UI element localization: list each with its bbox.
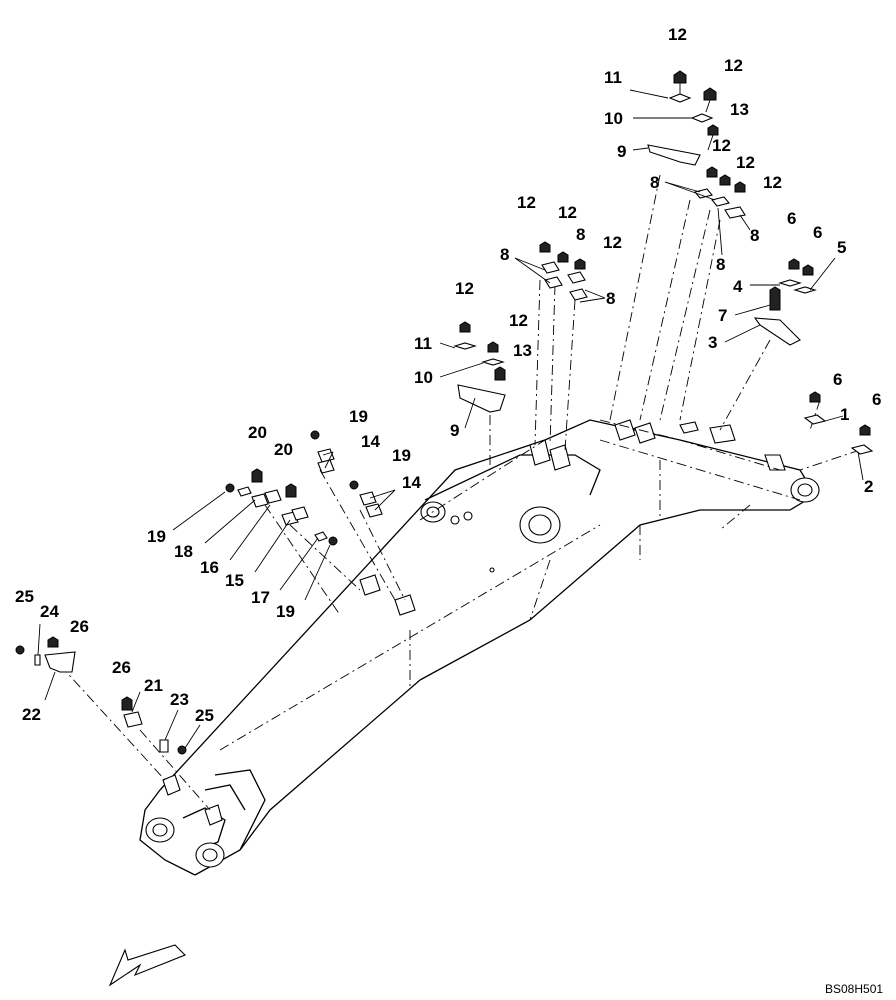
- callout-label: 23: [170, 690, 189, 709]
- callout-label: 20: [274, 440, 293, 459]
- callout-label: 18: [174, 542, 193, 561]
- callout-label: 8: [500, 245, 509, 264]
- callout-label: 8: [650, 173, 659, 192]
- callout-label: 6: [787, 209, 796, 228]
- callout-label: 4: [733, 277, 743, 296]
- callout-label: 12: [712, 136, 731, 155]
- callout-label: 7: [718, 306, 727, 325]
- callout-label: 6: [833, 370, 842, 389]
- callout-labels: 12 11 12 10 13 9 12 12 12 8 8 8 12 12 8 …: [15, 25, 881, 725]
- callout-label: 12: [455, 279, 474, 298]
- fasteners: [15, 70, 874, 755]
- callout-label: 22: [22, 705, 41, 724]
- callout-label: 20: [248, 423, 267, 442]
- callout-label: 26: [70, 617, 89, 636]
- callout-label: 11: [414, 334, 432, 353]
- callout-label: 19: [349, 407, 368, 426]
- callout-label: 12: [724, 56, 743, 75]
- callout-label: 19: [392, 446, 411, 465]
- callout-label: 3: [708, 333, 717, 352]
- callout-label: 24: [40, 602, 59, 621]
- callout-label: 6: [813, 223, 822, 242]
- hidden-lines: [59, 174, 861, 811]
- callout-label: 11: [604, 68, 622, 87]
- callout-label: 25: [15, 587, 34, 606]
- callout-label: 13: [513, 341, 532, 360]
- callout-label: 10: [414, 368, 433, 387]
- callout-label: 12: [558, 203, 577, 222]
- callout-label: 21: [144, 676, 163, 695]
- boom-outline: [139, 419, 820, 876]
- callout-label: 5: [837, 238, 846, 257]
- callout-label: 12: [517, 193, 536, 212]
- callout-label: 13: [730, 100, 749, 119]
- callout-label: 10: [604, 109, 623, 128]
- callout-label: 12: [668, 25, 687, 44]
- callout-label: 19: [276, 602, 295, 621]
- callout-label: 9: [617, 142, 626, 161]
- leader-lines: [37, 89, 864, 749]
- callout-label: 17: [251, 588, 270, 607]
- callout-label: 25: [195, 706, 214, 725]
- callout-label: 14: [402, 473, 421, 492]
- callout-label: 26: [112, 658, 131, 677]
- drawing-code: BS08H501: [825, 982, 883, 996]
- callout-label: 14: [361, 432, 380, 451]
- callout-label: 12: [509, 311, 528, 330]
- callout-label: 8: [750, 226, 759, 245]
- callout-label: 8: [606, 289, 615, 308]
- callout-label: 8: [576, 225, 585, 244]
- callout-label: 9: [450, 421, 459, 440]
- front-direction-arrow-icon: [108, 944, 186, 987]
- callout-label: 16: [200, 558, 219, 577]
- callout-label: 2: [864, 477, 873, 496]
- callout-label: 15: [225, 571, 244, 590]
- callout-label: 6: [872, 390, 881, 409]
- callout-label: 12: [763, 173, 782, 192]
- callout-label: 19: [147, 527, 166, 546]
- callout-label: 12: [603, 233, 622, 252]
- callout-label: 8: [716, 255, 725, 274]
- callout-label: 1: [840, 405, 849, 424]
- callout-label: 12: [736, 153, 755, 172]
